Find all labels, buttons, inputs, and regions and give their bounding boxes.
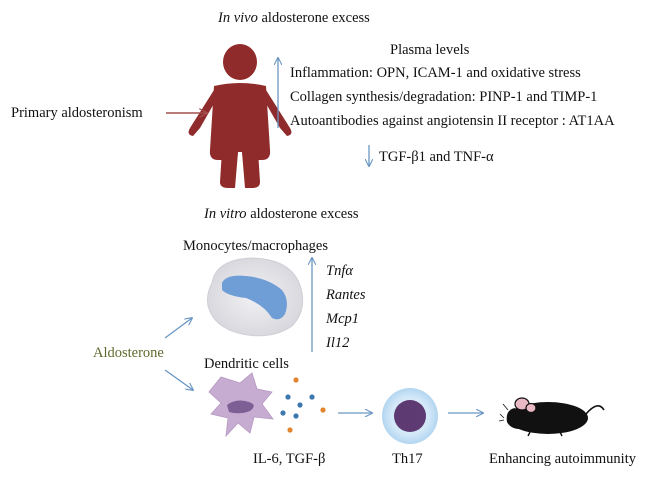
th17-cell-icon [382,388,438,444]
dendritic-cell-icon [208,372,274,438]
plasma-item-collagen: Collagen synthesis/degradation: PINP-1 a… [290,89,598,105]
invivo-heading-prefix: In vivo [218,10,258,26]
invivo-heading-suffix: aldosterone excess [257,10,370,26]
gene-mcp1: Mcp1 [326,311,360,327]
arrow-to-macrophage [164,318,192,339]
enhancing-autoimmunity-label: Enhancing autoimmunity [489,451,636,467]
th17-label: Th17 [392,451,423,467]
mouse-icon [498,397,605,437]
plasma-levels-title: Plasma levels [390,42,470,58]
plasma-decrease-item: TGF-β1 and TNF-α [379,149,494,165]
gene-tnfa: Tnfα [326,263,353,279]
invivo-heading: In vivo aldosterone excess [218,10,370,27]
plasma-item-inflammation: Inflammation: OPN, ICAM-1 and oxidative … [290,65,581,81]
arrow-to-dendritic [164,369,193,390]
dendritic-cells-label: Dendritic cells [204,356,289,372]
monocytes-label: Monocytes/macrophages [183,238,328,254]
person-icon [188,44,292,188]
gene-rantes: Rantes [326,287,366,303]
cytokine-dots [280,377,326,433]
cytokines-label: IL-6, TGF-β [253,451,326,467]
macrophage-cell-icon [207,257,304,337]
gene-il12: Il12 [326,335,350,351]
primary-aldosteronism-label: Primary aldosteronism [11,105,143,121]
invitro-heading-suffix: aldosterone excess [246,206,359,222]
invitro-heading-prefix: In vitro [204,206,247,222]
aldosterone-label: Aldosterone [93,345,164,361]
plasma-item-autoantibodies: Autoantibodies against angiotensin II re… [290,113,615,129]
invitro-heading: In vitro aldosterone excess [204,206,359,223]
